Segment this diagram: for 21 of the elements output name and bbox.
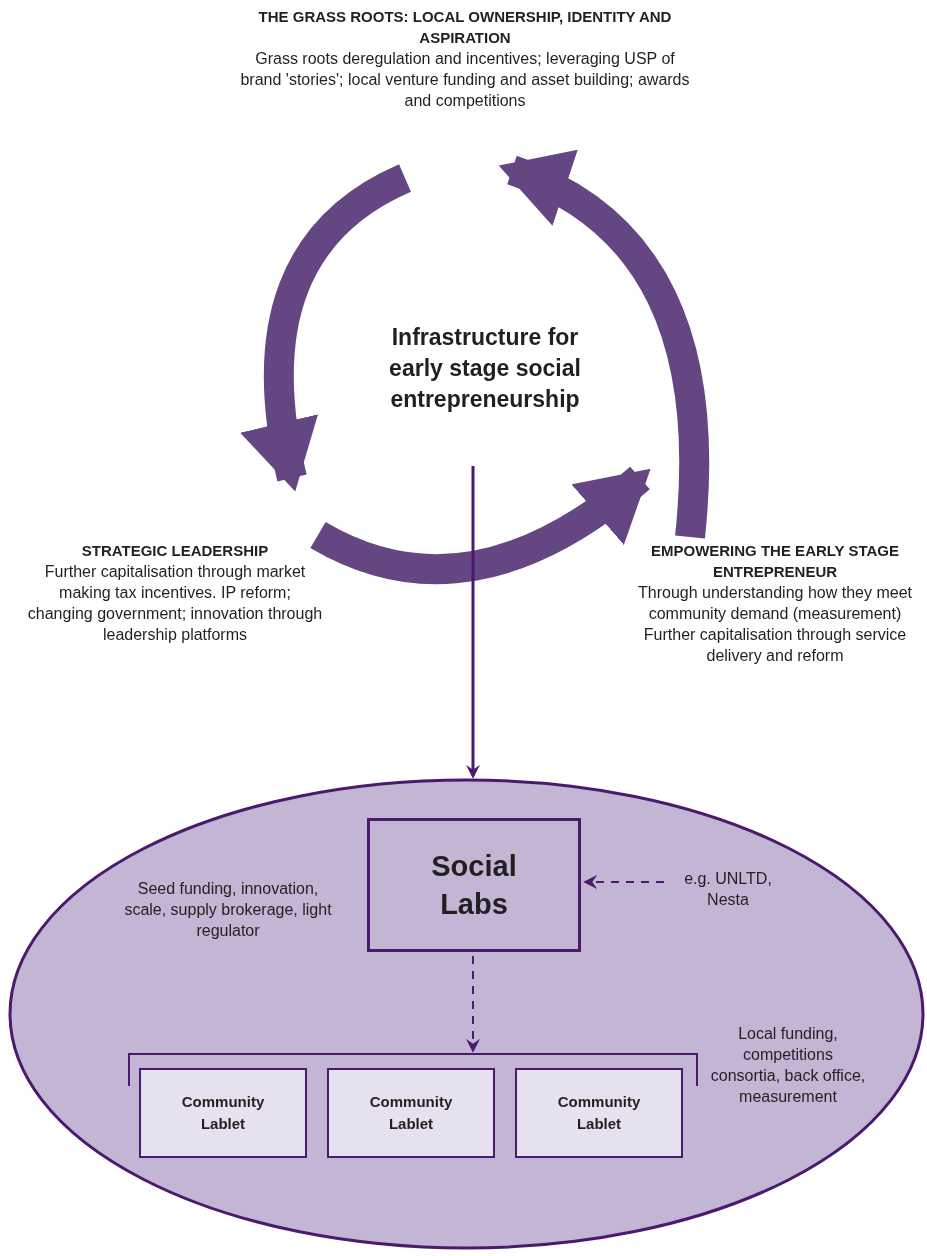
heading: STRATEGIC LEADERSHIP <box>80 541 270 561</box>
curved-arrow <box>311 466 651 584</box>
labeled-box: Community Lablet <box>139 1068 307 1158</box>
heading: EMPOWERING THE EARLY STAGE ENTREPRENEUR <box>649 541 901 582</box>
dashed-arrow <box>583 875 665 889</box>
curved-arrow <box>499 153 709 539</box>
description: Further capitalisation through service delivery and reform <box>642 625 908 666</box>
labeled-box: Community Lablet <box>327 1068 495 1158</box>
heading: THE GRASS ROOTS: LOCAL OWNERSHIP, IDENTITY AND ASPIRATION <box>257 7 673 48</box>
note-text: e.g. UNLTD, Nesta <box>683 869 773 910</box>
dashed-arrow <box>466 955 480 1053</box>
labeled-box: Social Labs <box>367 818 581 952</box>
arrow <box>466 466 480 779</box>
description: Further capitalisation through market making tax incentives. IP reform; changing government; innovation through leadership platforms <box>26 562 324 645</box>
labeled-box: Community Lablet <box>515 1068 683 1158</box>
description: Through understanding how they meet community demand (measurement) <box>637 583 913 624</box>
curved-arrow <box>241 164 412 492</box>
description: Local funding, competitions consortia, back office, measurement <box>709 1024 867 1107</box>
description: Grass roots deregulation and incentives; leveraging USP of brand 'stories'; local venture funding and asset building; awards and competitions <box>240 49 690 111</box>
center-label: Infrastructure for early stage social entrepreneurship <box>388 323 582 414</box>
description: Seed funding, innovation, scale, supply brokerage, light regulator <box>123 879 333 941</box>
